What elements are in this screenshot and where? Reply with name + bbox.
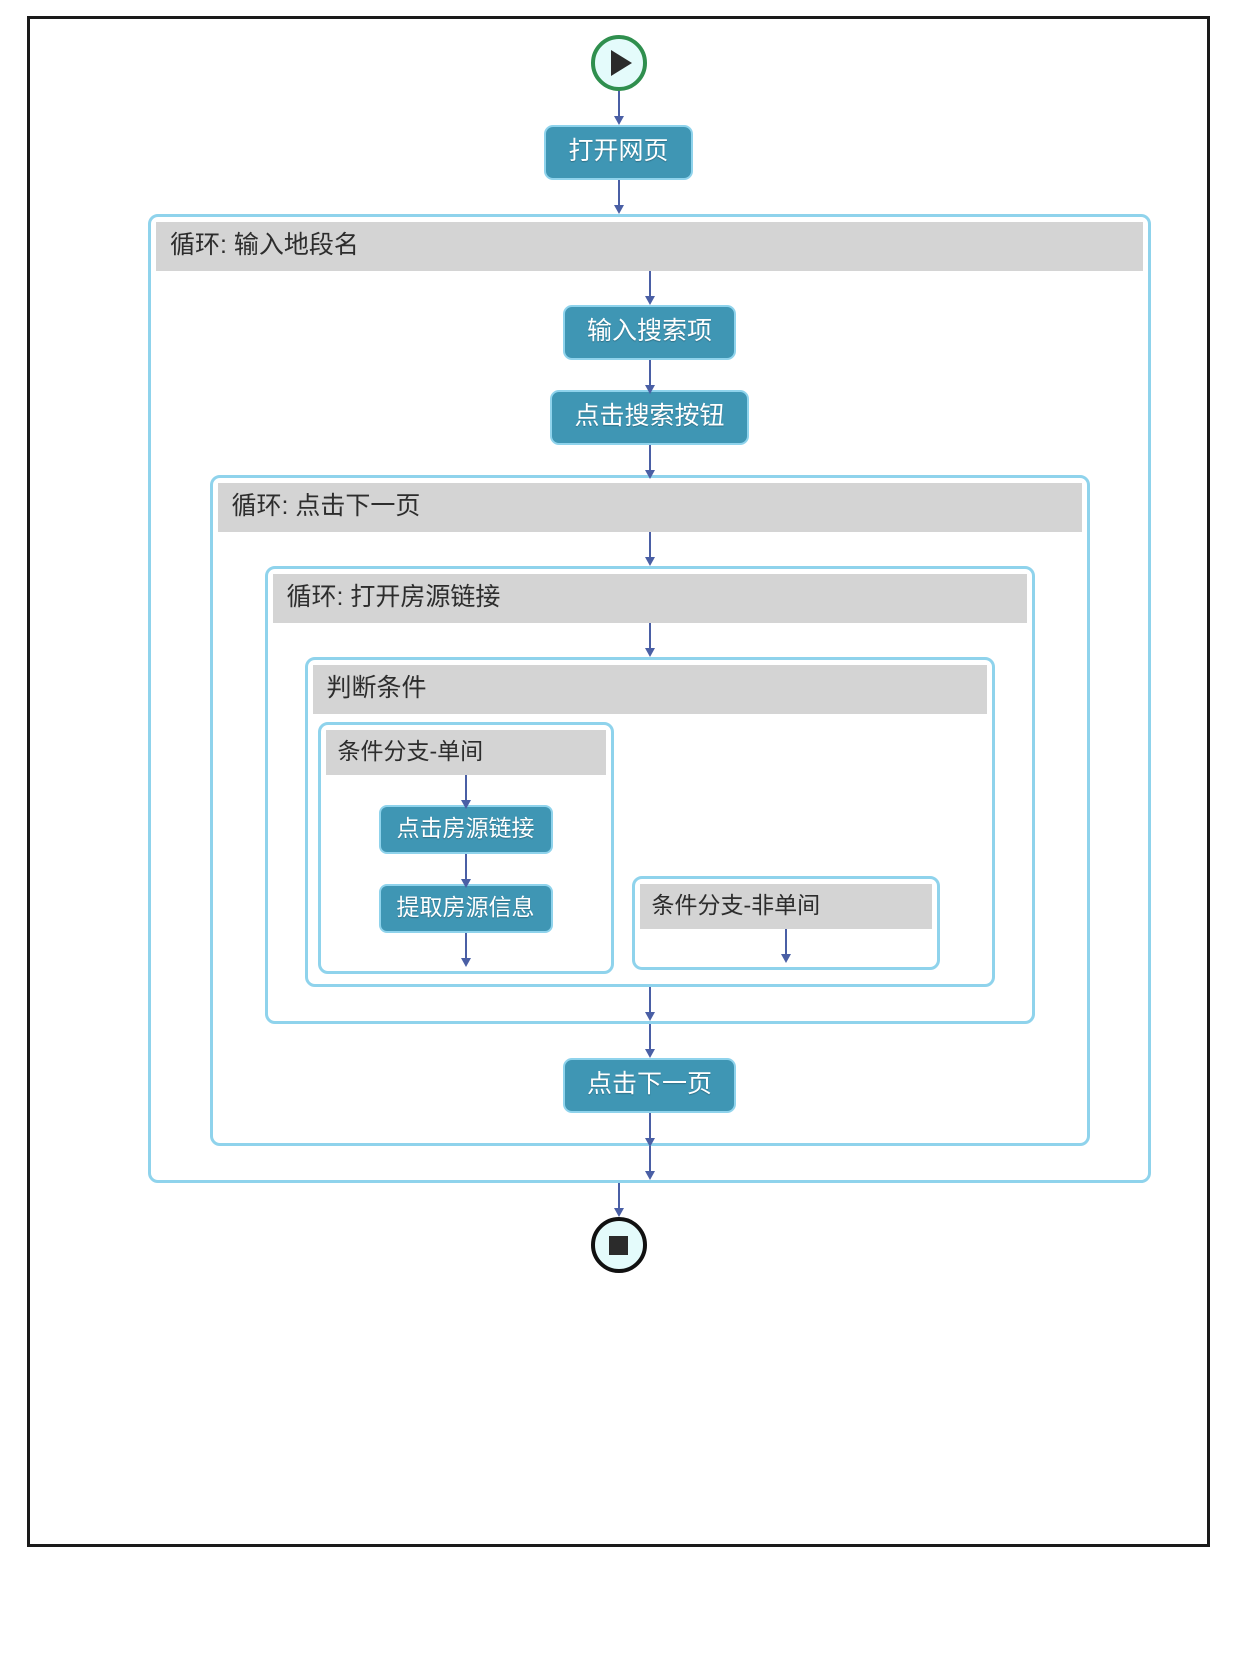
diagram-frame: 打开网页 循环: 输入地段名 输入搜索项 点击搜索按钮 循环: 点击下一页 (27, 16, 1210, 1547)
connector-arrow (643, 532, 657, 566)
node-extract-house-info[interactable]: 提取房源信息 (378, 884, 553, 933)
connector-arrow (643, 623, 657, 657)
connector-arrow (643, 1113, 657, 1147)
condition-block[interactable]: 判断条件 条件分支-单间 点击房源链接 (304, 657, 995, 987)
branch-single-room[interactable]: 条件分支-单间 点击房源链接 提取房源信息 (317, 722, 614, 974)
connector-arrow (643, 360, 657, 394)
connector-arrow (459, 933, 473, 967)
start-node[interactable] (590, 35, 647, 91)
loop-click-next-page[interactable]: 循环: 点击下一页 循环: 打开房源链接 判断条件 (209, 475, 1090, 1147)
stop-icon (609, 1235, 628, 1255)
branch-non-single-room[interactable]: 条件分支-非单间 (631, 876, 940, 970)
loop-input-district-label: 循环: 输入地段名 (156, 222, 1143, 271)
loop-input-district-body: 输入搜索项 点击搜索按钮 循环: 点击下一页 循环: 打开房源链接 (151, 271, 1148, 1180)
connector-arrow (459, 775, 473, 809)
connector-arrow (612, 91, 626, 125)
loop-open-house-link-label: 循环: 打开房源链接 (272, 574, 1027, 623)
connector-arrow (643, 445, 657, 479)
loop-click-next-page-label: 循环: 点击下一页 (217, 483, 1082, 532)
loop-open-house-link-body: 判断条件 条件分支-单间 点击房源链接 (268, 623, 1032, 1021)
condition-branch-row: 条件分支-单间 点击房源链接 提取房源信息 (308, 714, 992, 984)
flow-root: 打开网页 循环: 输入地段名 输入搜索项 点击搜索按钮 循环: 点击下一页 (30, 19, 1207, 1273)
connector-arrow (612, 180, 626, 214)
connector-arrow (643, 1146, 657, 1180)
loop-input-district[interactable]: 循环: 输入地段名 输入搜索项 点击搜索按钮 循环: 点击下一页 (148, 214, 1151, 1183)
condition-block-label: 判断条件 (312, 665, 987, 714)
node-input-search-term[interactable]: 输入搜索项 (562, 305, 736, 360)
end-node[interactable] (590, 1217, 647, 1273)
connector-arrow (643, 1024, 657, 1058)
loop-open-house-link[interactable]: 循环: 打开房源链接 判断条件 (264, 566, 1035, 1024)
node-open-page[interactable]: 打开网页 (544, 125, 693, 180)
branch-single-room-body: 点击房源链接 提取房源信息 (321, 775, 611, 971)
connector-arrow (779, 929, 793, 963)
branch-non-single-room-body (635, 929, 937, 967)
branch-single-room-label: 条件分支-单间 (325, 730, 606, 775)
connector-arrow (643, 987, 657, 1021)
node-click-search-button[interactable]: 点击搜索按钮 (550, 390, 749, 445)
node-click-house-link[interactable]: 点击房源链接 (378, 805, 553, 854)
branch-non-single-room-label: 条件分支-非单间 (639, 884, 932, 929)
loop-click-next-page-body: 循环: 打开房源链接 判断条件 (213, 532, 1087, 1147)
connector-arrow (459, 854, 473, 888)
connector-arrow (612, 1183, 626, 1217)
node-click-next-page[interactable]: 点击下一页 (562, 1058, 736, 1113)
connector-arrow (643, 271, 657, 305)
play-icon (611, 50, 632, 76)
